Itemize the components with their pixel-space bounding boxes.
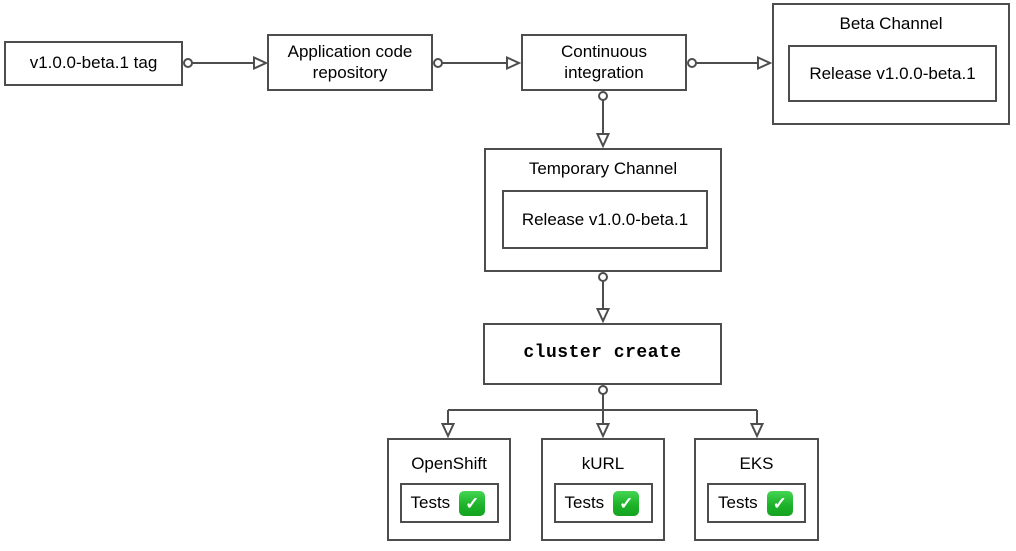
arrowhead-icon bbox=[595, 308, 611, 324]
node-label: cluster create bbox=[523, 343, 682, 364]
connector-tag-to-repo bbox=[183, 55, 269, 71]
tests-label: Tests bbox=[410, 493, 451, 512]
node-beta-channel: Beta Channel Release v1.0.0-beta.1 bbox=[772, 3, 1010, 125]
group-title: Temporary Channel bbox=[528, 159, 678, 178]
node-label: v1.0.0-beta.1 tag bbox=[29, 53, 158, 73]
arrowhead-icon bbox=[506, 55, 522, 71]
arrowhead-icon bbox=[757, 55, 773, 71]
node-beta-release: Release v1.0.0-beta.1 bbox=[788, 45, 997, 102]
node-kurl: kURL Tests ✓ bbox=[541, 438, 665, 541]
arrowhead-icon bbox=[440, 423, 456, 439]
connector-dot-icon bbox=[598, 385, 608, 395]
cluster-title: EKS bbox=[739, 454, 774, 473]
node-eks: EKS Tests ✓ bbox=[694, 438, 819, 541]
arrowhead-icon bbox=[595, 133, 611, 149]
connector-ci-to-beta-channel bbox=[687, 55, 773, 71]
node-openshift-tests: Tests ✓ bbox=[399, 483, 499, 523]
tests-label: Tests bbox=[564, 493, 605, 512]
node-application-code-repository: Application code repository bbox=[267, 34, 433, 91]
arrowhead-icon bbox=[253, 55, 269, 71]
check-glyph: ✓ bbox=[465, 493, 480, 513]
connector-dot-icon bbox=[433, 58, 443, 68]
arrowhead-icon bbox=[595, 423, 611, 439]
node-version-tag: v1.0.0-beta.1 tag bbox=[4, 41, 183, 86]
check-glyph: ✓ bbox=[772, 493, 787, 513]
connector-dot-icon bbox=[598, 91, 608, 101]
check-glyph: ✓ bbox=[619, 493, 634, 513]
node-temporary-release: Release v1.0.0-beta.1 bbox=[502, 190, 708, 249]
node-cluster-create-command: cluster create bbox=[483, 323, 722, 385]
node-label: Release v1.0.0-beta.1 bbox=[521, 209, 689, 229]
cluster-title: OpenShift bbox=[411, 454, 487, 473]
node-eks-tests: Tests ✓ bbox=[707, 483, 806, 523]
group-title: Beta Channel bbox=[839, 14, 943, 33]
check-mark-button-icon: ✓ bbox=[766, 490, 793, 516]
node-kurl-tests: Tests ✓ bbox=[553, 483, 653, 523]
connector-temporary-channel-to-cluster-create bbox=[595, 272, 611, 324]
connector-dot-icon bbox=[598, 272, 608, 282]
tests-label: Tests bbox=[718, 493, 758, 512]
connector-repo-to-ci bbox=[433, 55, 522, 71]
node-label: Continuous integration bbox=[560, 42, 647, 82]
connector-cluster-create-branch bbox=[440, 385, 765, 439]
cluster-title: kURL bbox=[581, 454, 625, 473]
node-openshift: OpenShift Tests ✓ bbox=[387, 438, 511, 541]
node-continuous-integration: Continuous integration bbox=[521, 34, 687, 91]
connector-ci-to-temporary-channel bbox=[595, 91, 611, 149]
check-mark-button-icon: ✓ bbox=[459, 490, 486, 516]
node-label: Release v1.0.0-beta.1 bbox=[809, 63, 976, 83]
connector-dot-icon bbox=[183, 58, 193, 68]
connector-dot-icon bbox=[687, 58, 697, 68]
check-mark-button-icon: ✓ bbox=[613, 490, 640, 516]
node-temporary-channel: Temporary Channel Release v1.0.0-beta.1 bbox=[484, 148, 722, 272]
node-label: Application code repository bbox=[287, 42, 413, 82]
arrowhead-icon bbox=[749, 423, 765, 439]
